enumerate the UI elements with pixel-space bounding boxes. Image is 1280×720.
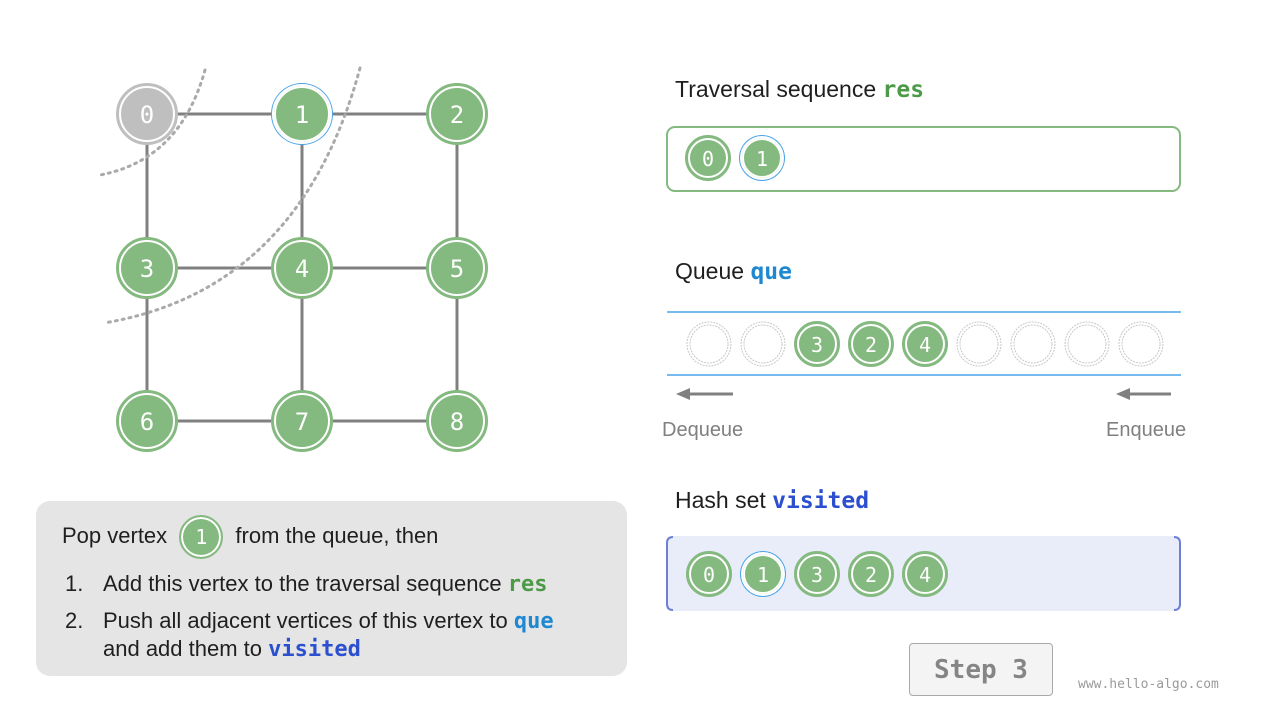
graph-node-8: 8 [426, 390, 488, 452]
queue-item-3: 3 [794, 321, 840, 367]
note-intro: Pop vertex 1 from the queue, then [62, 515, 438, 559]
graph-node-3: 3 [116, 237, 178, 299]
node-label: 2 [450, 101, 464, 129]
queue-item-2: 2 [848, 321, 894, 367]
node-label: 1 [757, 563, 769, 587]
visited-item-2: 2 [848, 551, 894, 597]
bfs-frontier-arc-1 [98, 68, 207, 177]
node-label: 0 [703, 563, 715, 587]
node-label: 6 [140, 408, 154, 436]
queue-items: 3 2 4 [686, 321, 1164, 367]
vertex-badge: 1 [179, 515, 224, 559]
node-label: 3 [811, 563, 823, 587]
node-label: 0 [140, 101, 154, 129]
queue-slot-empty [1064, 321, 1110, 367]
queue-item-4: 4 [902, 321, 948, 367]
node-label: 1 [295, 101, 309, 129]
note-step1: Add this vertex to the traversal sequenc… [103, 571, 548, 597]
queue-slot-empty [1010, 321, 1056, 367]
node-label: 4 [919, 563, 931, 587]
visited-item-1: 1 [740, 551, 786, 597]
graph-node-5: 5 [426, 237, 488, 299]
queue-slot-empty [686, 321, 732, 367]
step-button[interactable]: Step 3 [909, 643, 1053, 696]
note-step2-num: 2. [65, 608, 84, 633]
watermark: www.hello-algo.com [1078, 677, 1219, 692]
queue-slot-empty [956, 321, 1002, 367]
visited-title: Hash set visited [675, 487, 869, 514]
step-description: Pop vertex 1 from the queue, then 1. Add… [36, 501, 627, 676]
node-label: 5 [450, 255, 464, 283]
visited-item-4: 4 [902, 551, 948, 597]
dequeue-label: Dequeue [662, 419, 743, 441]
note-step2b: and add them to visited [103, 636, 361, 662]
queue-slot-empty [740, 321, 786, 367]
node-label: 2 [865, 563, 877, 587]
queue-title: Queue que [675, 258, 792, 285]
node-label: 7 [295, 408, 309, 436]
visited-item-0: 0 [686, 551, 732, 597]
note-step1-num: 1. [65, 571, 84, 596]
node-label: 3 [811, 333, 823, 357]
res-item-1: 1 [739, 135, 785, 181]
graph-node-0: 0 [116, 83, 178, 145]
graph-node-2: 2 [426, 83, 488, 145]
graph-node-6: 6 [116, 390, 178, 452]
visited-items: 0 1 3 2 4 [686, 551, 948, 597]
graph-nodes: 0 1 2 3 4 5 6 7 8 [116, 83, 488, 452]
enqueue-label: Enqueue [1106, 419, 1186, 441]
node-label: 4 [919, 333, 931, 357]
node-label: 2 [865, 333, 877, 357]
res-title: Traversal sequence res [675, 76, 924, 103]
queue-slot-empty [1118, 321, 1164, 367]
graph-node-7: 7 [271, 390, 333, 452]
node-label: 0 [702, 147, 714, 171]
dequeue-arrow-icon [676, 388, 733, 400]
note-step2: Push all adjacent vertices of this verte… [103, 608, 554, 634]
graph-node-4: 4 [271, 237, 333, 299]
node-label: 3 [140, 255, 154, 283]
visited-item-3: 3 [794, 551, 840, 597]
node-label: 1 [756, 147, 768, 171]
res-box [666, 126, 1181, 192]
node-label: 8 [450, 408, 464, 436]
enqueue-arrow-icon [1116, 388, 1171, 400]
res-item-0: 0 [685, 135, 731, 181]
graph-node-1: 1 [271, 83, 333, 145]
bfs-frontier-arc-2 [102, 66, 362, 325]
node-label: 4 [295, 255, 309, 283]
